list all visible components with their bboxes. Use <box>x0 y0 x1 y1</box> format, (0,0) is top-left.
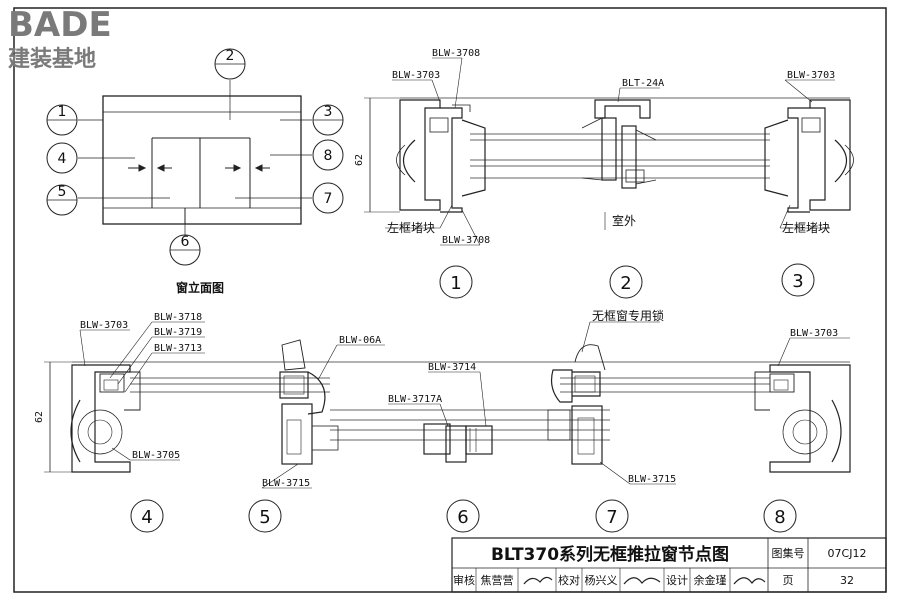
marker-6: 6 <box>169 234 201 266</box>
detail-6-number: 6 <box>457 507 468 528</box>
label-blw-3703-d4: BLW-3703 <box>80 320 128 331</box>
bottom-rails <box>72 361 850 441</box>
detail-numbers-top <box>439 263 815 299</box>
svg-text:3: 3 <box>324 104 333 120</box>
title-block <box>451 537 887 593</box>
logo: BADE 建装基地 <box>8 5 112 72</box>
label-blw-3715-d5: BLW-3715 <box>262 478 310 489</box>
design-name: 余金瑾 <box>694 573 727 587</box>
detail-2-profile <box>581 99 657 189</box>
elevation-caption: 窗立面图 <box>176 280 224 295</box>
detail-1-number-circle <box>439 265 473 299</box>
label-blw-3703-left: BLW-3703 <box>392 70 440 81</box>
sheet-border <box>13 7 887 593</box>
detail-5-number: 5 <box>259 507 270 528</box>
atlas-number: 07CJ12 <box>828 547 867 560</box>
label-blw-3717a: BLW-3717A <box>388 394 442 405</box>
label-outdoor: 室外 <box>612 213 636 228</box>
marker-8: 8 <box>312 139 344 171</box>
svg-text:8: 8 <box>324 148 333 164</box>
detail-1-number: 1 <box>450 273 461 294</box>
label-blw-3703-d8: BLW-3703 <box>790 328 838 339</box>
detail-8-profile <box>754 364 851 473</box>
detail-8-number: 8 <box>774 507 785 528</box>
review-label: 审核 <box>453 573 475 587</box>
label-blw-3713: BLW-3713 <box>154 343 202 354</box>
bottom-leaders <box>79 321 850 489</box>
detail-2-number-circle <box>609 265 643 299</box>
marker-4: 4 <box>46 142 78 174</box>
label-blw-3708-top: BLW-3708 <box>432 48 480 59</box>
label-blt-24a: BLT-24A <box>622 78 664 89</box>
detail-4-profile <box>70 364 141 473</box>
top-rails <box>400 97 850 179</box>
detail-3-number-circle <box>781 263 815 297</box>
review-signature <box>523 576 553 585</box>
svg-text:2: 2 <box>226 48 235 64</box>
svg-text:7: 7 <box>324 191 333 207</box>
label-left-frame-plug-1: 左框堵块 <box>387 220 435 235</box>
label-frameless-lock: 无框窗专用锁 <box>592 308 664 323</box>
review-name: 焦营营 <box>481 573 514 587</box>
page-label: 页 <box>783 574 794 587</box>
dimension-bottom-text: 62 <box>34 411 45 423</box>
marker-2: 2 <box>214 48 246 80</box>
detail-2-number: 2 <box>620 273 631 294</box>
design-signature <box>733 577 766 585</box>
dimension-top-text: 62 <box>354 154 365 166</box>
logo-brand: BADE <box>8 5 112 45</box>
svg-text:1: 1 <box>58 104 67 120</box>
check-signature <box>623 577 661 585</box>
dimension-top: 62 <box>354 97 400 213</box>
detail-5-profile <box>279 339 339 465</box>
window-elevation <box>78 80 312 238</box>
label-blw-3708-bottom: BLW-3708 <box>442 235 490 246</box>
label-left-frame-plug-3: 左框堵块 <box>782 220 830 235</box>
label-blw-3714: BLW-3714 <box>428 362 476 373</box>
detail-7-profile <box>547 344 606 465</box>
top-labels <box>385 57 835 246</box>
label-blw-06a: BLW-06A <box>339 335 381 346</box>
label-blw-3703-right: BLW-3703 <box>787 70 835 81</box>
label-blw-3705: BLW-3705 <box>132 450 180 461</box>
label-blw-3715-d7: BLW-3715 <box>628 474 676 485</box>
marker-7: 7 <box>312 182 344 214</box>
design-label: 设计 <box>666 574 688 587</box>
atlas-label: 图集号 <box>772 546 805 560</box>
marker-3: 3 <box>312 104 344 136</box>
check-label: 校对 <box>558 573 580 587</box>
svg-text:6: 6 <box>181 234 190 250</box>
label-blw-3719: BLW-3719 <box>154 327 202 338</box>
svg-text:4: 4 <box>58 151 67 167</box>
elevation-frame <box>102 95 302 225</box>
marker-1: 1 <box>46 104 78 136</box>
detail-7-number: 7 <box>606 507 617 528</box>
detail-6-profile <box>423 423 493 463</box>
page-number: 32 <box>840 574 854 587</box>
detail-3-profile <box>764 99 854 213</box>
detail-1-profile <box>396 99 486 213</box>
detail-3-number: 3 <box>792 271 803 292</box>
svg-text:5: 5 <box>58 184 67 200</box>
dimension-bottom: 62 <box>34 361 72 473</box>
detail-numbers-bottom <box>130 499 797 533</box>
check-name: 杨兴义 <box>585 573 618 587</box>
detail-4-number: 4 <box>141 507 152 528</box>
drawing-title: BLT370系列无框推拉窗节点图 <box>491 544 729 565</box>
elevation-markers: 1 2 3 4 8 5 7 <box>46 48 344 266</box>
marker-5: 5 <box>46 184 78 216</box>
label-blw-3718: BLW-3718 <box>154 312 202 323</box>
logo-subtitle: 建装基地 <box>8 47 96 72</box>
